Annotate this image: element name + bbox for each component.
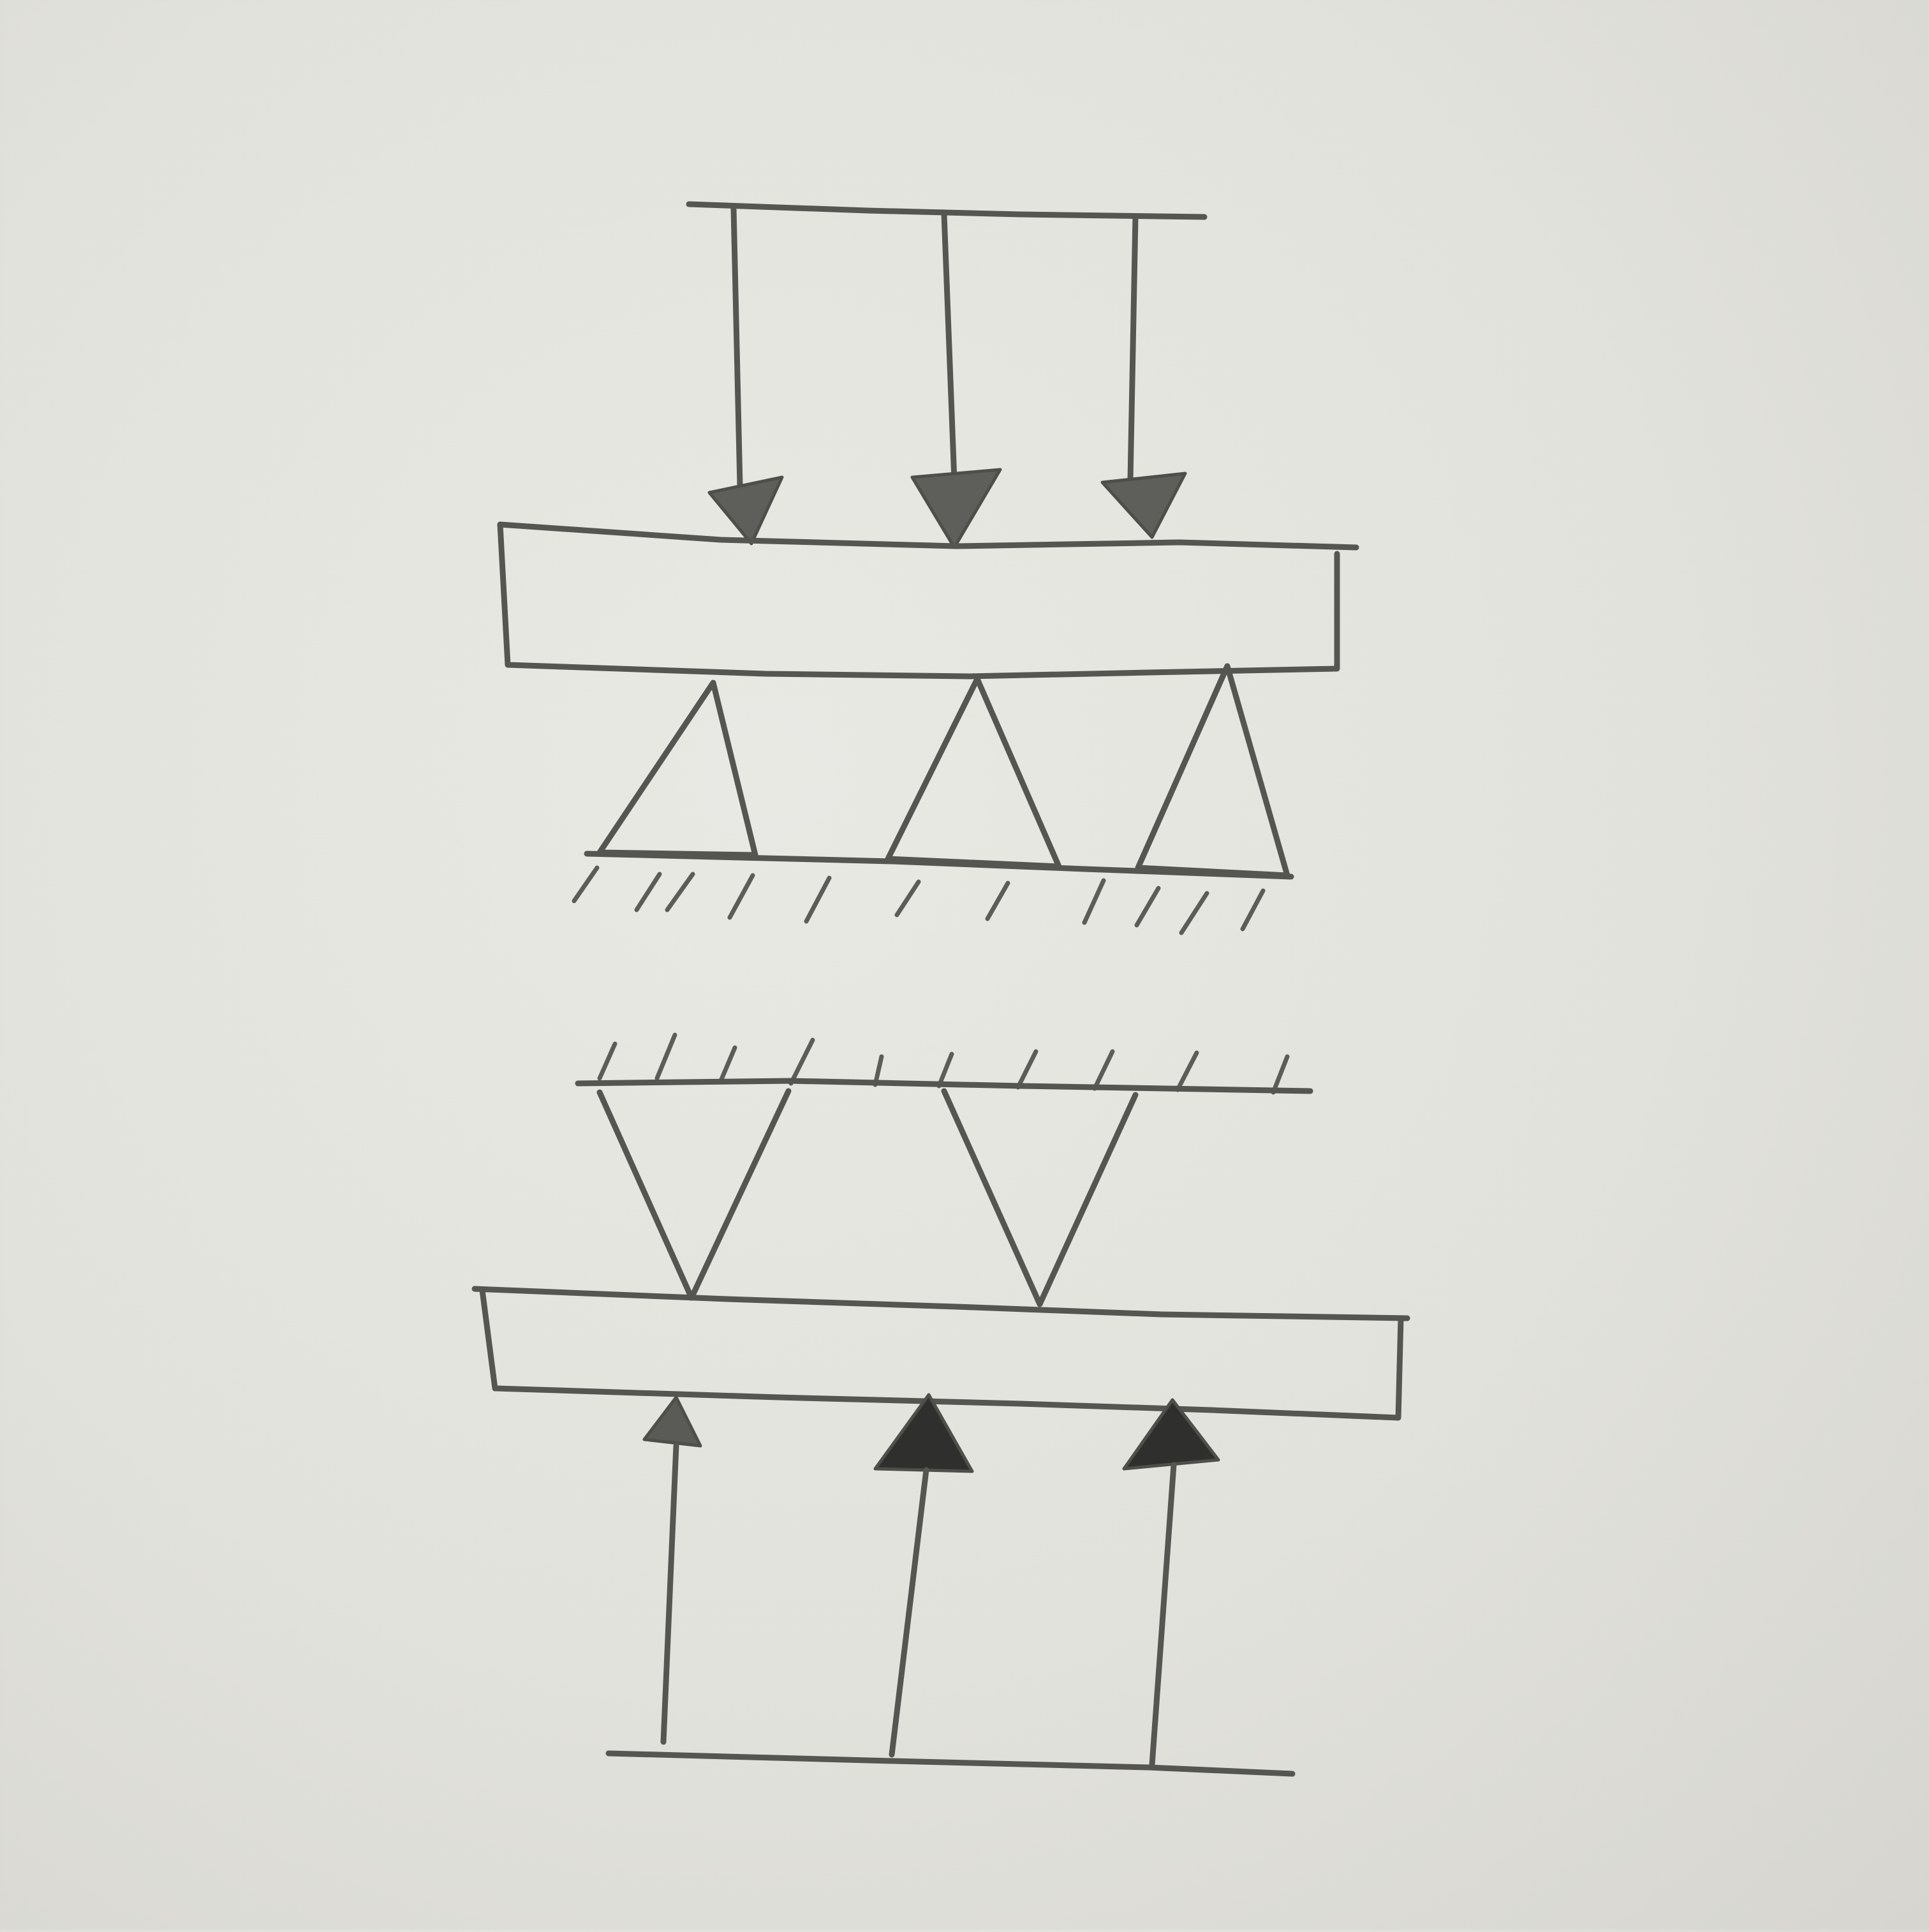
lower-ground-hatching: [597, 1032, 1290, 1095]
upper-support-triangle-1: [596, 680, 758, 858]
lower-arrowhead-up-1: [642, 1395, 702, 1448]
lower-beam: [471, 1286, 1410, 1421]
upper-assembly: [497, 201, 1359, 935]
upper-support-triangle-3: [1135, 663, 1290, 879]
upper-arrow-shaft-1: [730, 205, 743, 488]
upper-ground-line: [584, 851, 1294, 880]
lower-arrow-shaft-3: [1149, 1462, 1177, 1768]
lower-ground-line: [575, 1078, 1313, 1094]
lower-assembly: [471, 1032, 1410, 1777]
lower-support-triangle-2: [941, 1088, 1139, 1307]
lower-arrow-shaft-1: [660, 1443, 679, 1745]
lower-arrow-shaft-2: [889, 1467, 929, 1758]
upper-arrowhead-down-1: [707, 475, 784, 546]
upper-arrow-shaft-3: [1127, 214, 1139, 483]
upper-ground-hatching: [572, 865, 1266, 935]
lower-support-triangle-1: [596, 1088, 792, 1301]
upper-arrowhead-down-3: [1100, 472, 1187, 539]
upper-arrow-shaft-2: [941, 211, 957, 483]
upper-arrowhead-down-2: [910, 468, 1002, 549]
lower-arrowhead-up-2: [873, 1393, 974, 1473]
upper-support-triangle-2: [885, 676, 1062, 870]
lower-base-bar: [605, 1750, 1296, 1777]
upper-beam: [497, 521, 1359, 680]
